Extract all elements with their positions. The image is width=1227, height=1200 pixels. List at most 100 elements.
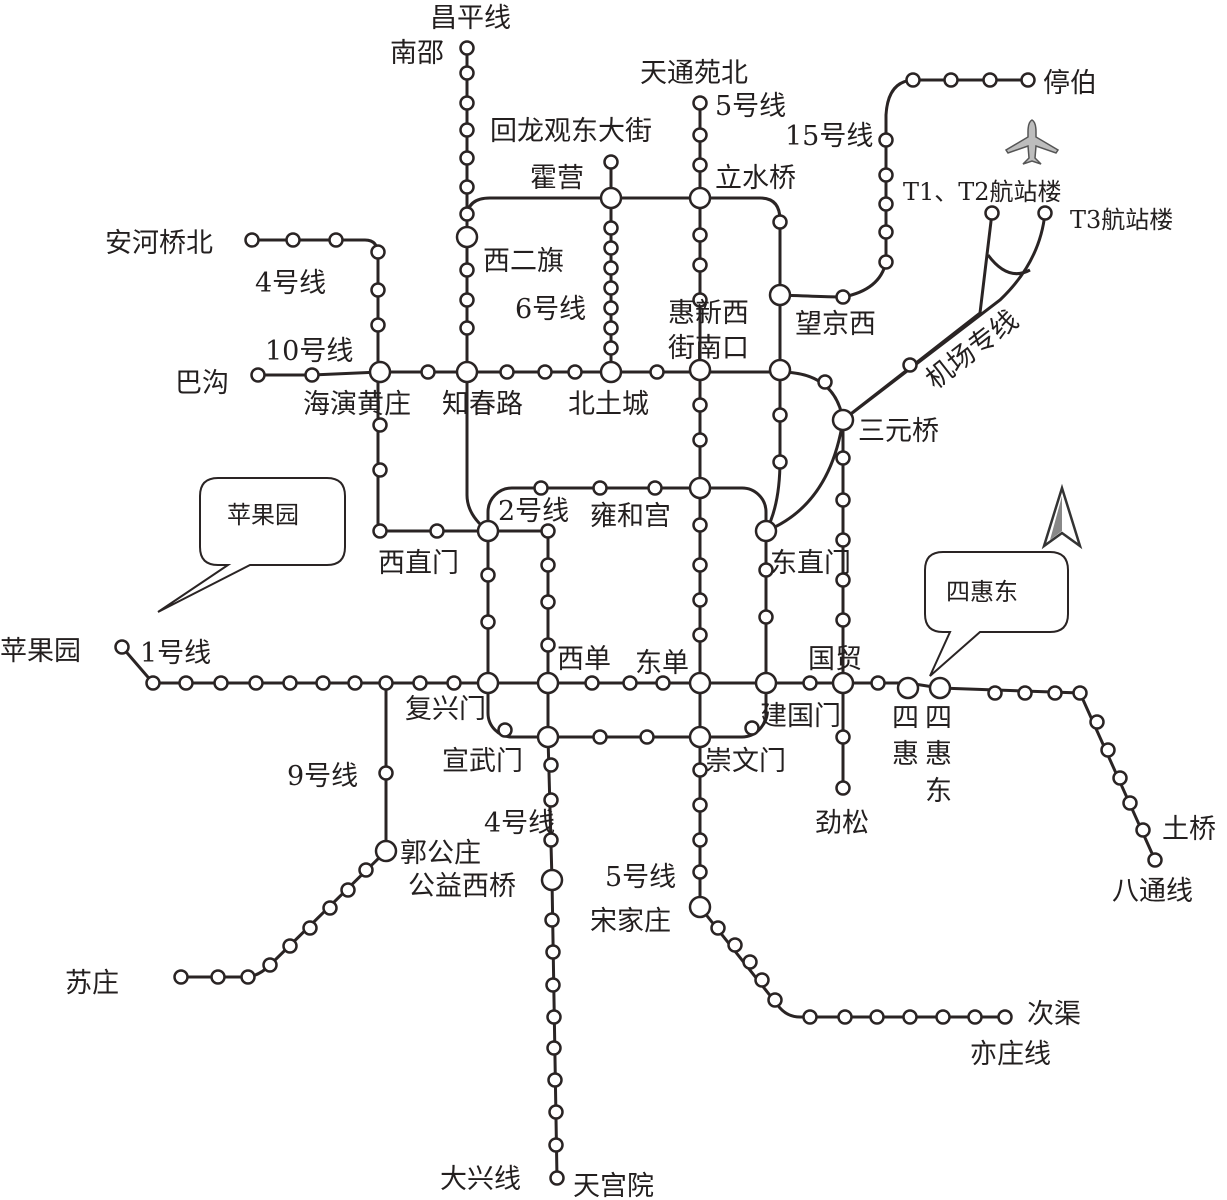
label-jinsong: 劲松: [815, 808, 869, 839]
transfer-station-marker: [540, 868, 564, 892]
station-marker: [1037, 205, 1053, 221]
station-marker: [372, 523, 388, 539]
transfer-station-marker: [688, 186, 712, 210]
label-sihuidong-2: 惠: [925, 739, 952, 770]
label-tiangongyuan: 天宫院: [573, 1171, 654, 1200]
station-marker: [982, 72, 998, 88]
label-tuqiao: 土桥: [1162, 814, 1216, 845]
callout-sihuidong: [924, 551, 1069, 677]
label-sihuidong-3: 东: [925, 776, 952, 807]
station-marker: [603, 300, 619, 316]
station-marker: [459, 95, 475, 111]
station-marker: [240, 969, 256, 985]
label-haidianhuangzhuang: 海演黄庄: [303, 389, 411, 420]
station-marker: [692, 797, 708, 813]
station-marker: [412, 675, 428, 691]
station-marker: [1112, 770, 1128, 786]
transfer-station-marker: [476, 519, 500, 543]
label-yizhuang-line: 亦庄线: [970, 1039, 1051, 1070]
station-marker: [835, 450, 851, 466]
station-marker: [835, 780, 851, 796]
label-line10: 10号线: [265, 336, 353, 367]
station-marker: [603, 280, 619, 296]
station-marker: [370, 244, 386, 260]
transfer-station-marker: [754, 671, 778, 695]
label-sanyuanqiao: 三元桥: [858, 416, 939, 447]
station-marker: [178, 675, 194, 691]
station-marker: [692, 292, 708, 308]
station-marker: [1017, 685, 1033, 701]
station-marker: [173, 969, 189, 985]
station-marker: [370, 317, 386, 333]
line15: [779, 78, 1028, 299]
transfer-station-marker: [455, 360, 479, 384]
label-anheqiaobei: 安河桥北: [105, 228, 213, 259]
station-marker: [984, 205, 1000, 221]
label-sihui-2: 惠: [892, 739, 919, 770]
transfer-station-marker: [688, 895, 712, 919]
station-marker: [537, 364, 553, 380]
station-marker: [372, 417, 388, 433]
station-marker: [250, 367, 266, 383]
station-marker: [692, 864, 708, 880]
airport-express: [765, 212, 1047, 533]
station-marker: [370, 282, 386, 298]
station-marker: [549, 1170, 565, 1186]
transfer-station-marker: [688, 725, 712, 749]
station-marker: [935, 1009, 951, 1025]
station-marker: [767, 992, 783, 1008]
station-marker: [282, 938, 298, 954]
label-tingbo: 停伯: [1043, 68, 1097, 99]
transfer-station-marker: [599, 186, 623, 210]
station-marker: [347, 675, 363, 691]
station-marker: [754, 972, 770, 988]
callout-pingguoyuan: [157, 477, 346, 613]
station-marker: [459, 122, 475, 138]
station-marker: [459, 65, 475, 81]
station-marker: [878, 132, 894, 148]
station-marker: [655, 675, 671, 691]
station-marker: [649, 364, 665, 380]
station-marker: [692, 432, 708, 448]
station-marker: [459, 262, 475, 278]
label-zhichunlu: 知春路: [442, 389, 523, 420]
station-marker: [692, 257, 708, 273]
label-changping-line: 昌平线: [430, 3, 511, 34]
station-marker: [114, 639, 130, 655]
station-marker: [372, 462, 388, 478]
station-marker: [758, 562, 774, 578]
station-marker: [758, 609, 774, 625]
station-marker: [540, 594, 556, 610]
station-marker: [603, 220, 619, 236]
station-marker: [772, 214, 788, 230]
station-marker: [546, 1040, 562, 1056]
transfer-station-marker: [374, 839, 398, 863]
label-beitucheng: 北土城: [568, 389, 649, 420]
transfer-station-marker: [599, 360, 623, 384]
station-marker: [772, 454, 788, 470]
label-guomao: 国贸: [808, 644, 862, 675]
label-batong-line: 八通线: [1112, 876, 1193, 907]
station-marker: [459, 179, 475, 195]
station-marker: [692, 627, 708, 643]
station-marker: [878, 224, 894, 240]
station-marker: [546, 1009, 562, 1025]
label-guogongzhuang: 郭公庄: [400, 838, 481, 869]
station-marker: [943, 72, 959, 88]
label-xierqi: 西二旗: [483, 246, 564, 277]
label-huixinxi-1: 惠新西: [668, 298, 749, 329]
transfer-station-marker: [536, 671, 560, 695]
station-marker: [358, 862, 374, 878]
station-marker: [459, 40, 475, 56]
station-marker: [835, 612, 851, 628]
station-marker: [244, 232, 260, 248]
label-xuanwumen: 宣武门: [442, 746, 523, 777]
station-marker: [692, 592, 708, 608]
station-marker: [459, 206, 475, 222]
station-marker: [835, 289, 851, 305]
label-line5-south: 5号线: [605, 862, 676, 893]
transfer-station-marker: [688, 671, 712, 695]
station-marker: [1100, 742, 1116, 758]
station-marker: [548, 1104, 564, 1120]
station-marker: [340, 882, 356, 898]
